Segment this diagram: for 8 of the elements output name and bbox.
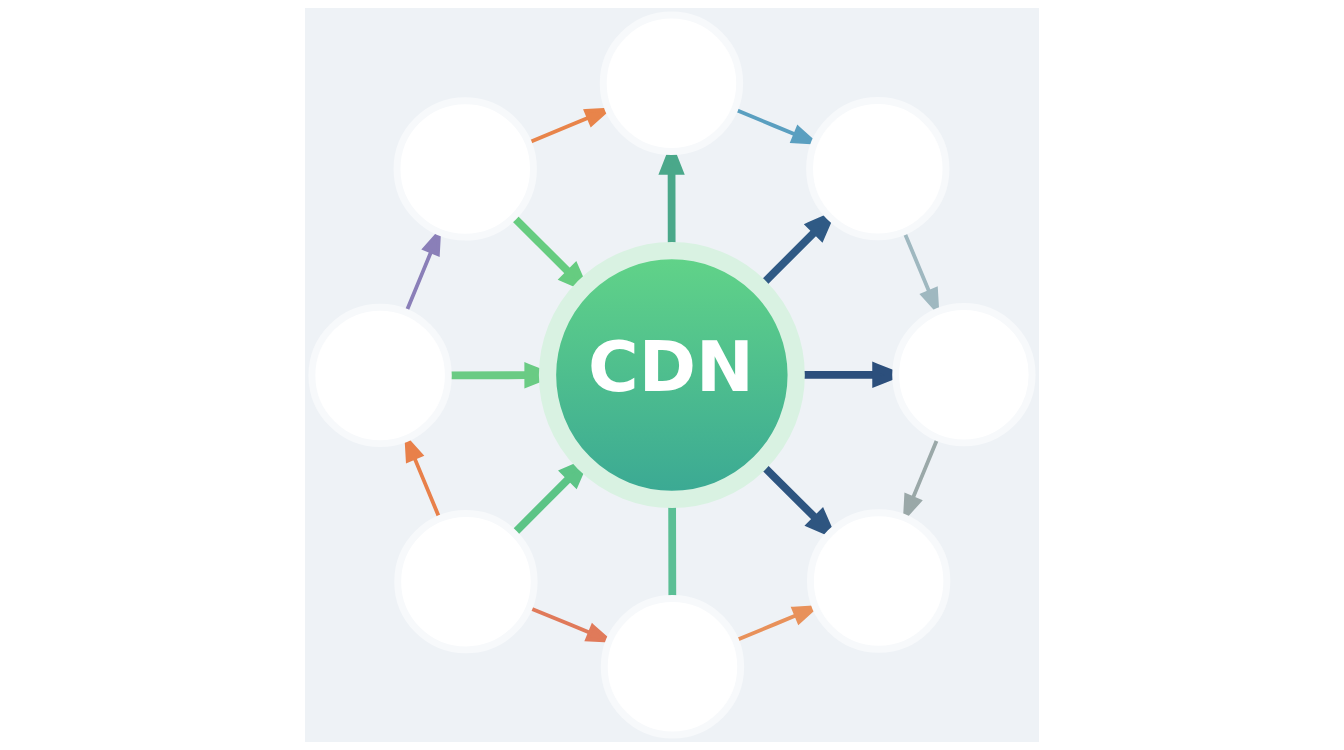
node-circle (806, 97, 950, 241)
node-circle (308, 303, 452, 448)
node-circle (600, 595, 745, 739)
node-circle (892, 303, 1036, 447)
node-circle (394, 510, 538, 654)
node-circle (393, 97, 537, 241)
node-circle: CDN (538, 242, 805, 509)
node-circle (599, 11, 744, 155)
